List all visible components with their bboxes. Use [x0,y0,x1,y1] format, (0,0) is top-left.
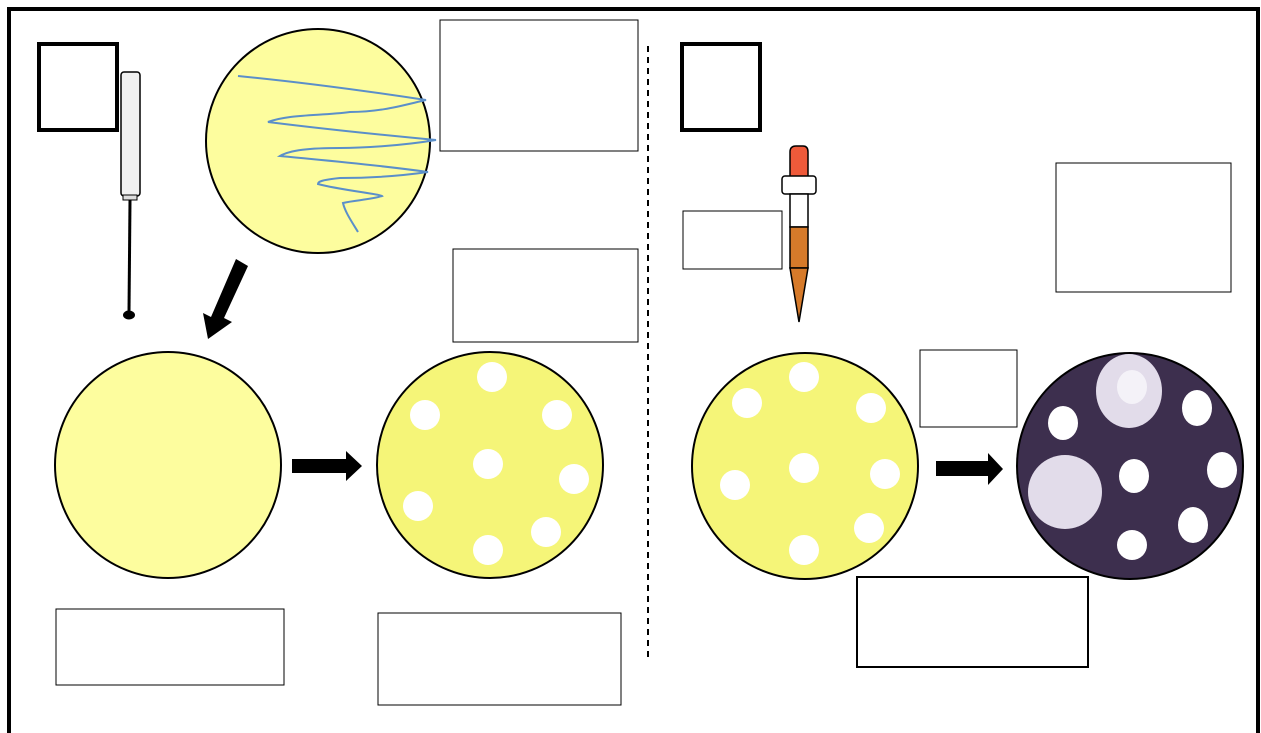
colony [1117,530,1147,560]
colony [789,453,819,483]
arrow-icon [203,259,248,339]
reagent-caption-box [1055,162,1232,293]
streaked-plate-icon [205,28,437,254]
inoculation-loop-icon [120,71,141,320]
dropper-icon [781,145,817,323]
right-panel-letter-box [680,42,762,132]
colony [1178,507,1208,543]
blank-plate [54,351,282,579]
colony [403,491,433,521]
colony [1182,390,1212,426]
arrow-icon [292,451,362,481]
colony [1048,406,1078,440]
plate-caption-box [55,608,285,686]
colony [720,470,750,500]
colony [410,400,440,430]
stain-caption-box [919,349,1018,428]
colony [531,517,561,547]
colony [542,400,572,430]
streak-caption-box [439,19,639,152]
colony [870,459,900,489]
colony [789,535,819,565]
colony [1117,370,1147,404]
halo [1028,455,1102,529]
colony [477,362,507,392]
left-panel-letter-box [37,42,119,132]
stained-plate [1016,352,1244,580]
streak-line [237,75,437,233]
dropper-caption-box [682,210,783,270]
colony [732,388,762,418]
colonies-caption-box [377,612,622,706]
colony [473,449,503,479]
colony [1119,459,1149,493]
colony-plate-left [376,351,604,579]
colony-plate-right [691,352,919,580]
colony [856,393,886,423]
colony [473,535,503,565]
incubation-caption-box [452,248,639,343]
colony [854,513,884,543]
colony [789,362,819,392]
arrow-icon [936,453,1003,485]
colony [559,464,589,494]
colony [1207,452,1237,488]
result-caption-box [856,576,1089,668]
